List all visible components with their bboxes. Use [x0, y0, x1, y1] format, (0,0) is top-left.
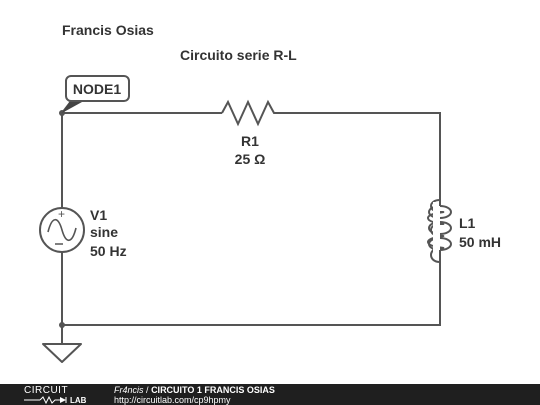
circuit-title: Circuito serie R-L: [180, 47, 297, 63]
schematic-canvas: Francis Osias Circuito serie R-L NODE1 R…: [39, 22, 501, 363]
footer-separator: /: [146, 385, 149, 395]
source-type: sine: [90, 224, 118, 240]
ground-junction[interactable]: [59, 322, 65, 328]
node-label-text: NODE1: [73, 81, 121, 97]
resistor-r1[interactable]: R1 25 Ω: [221, 99, 278, 167]
wire-top-right: [278, 112, 441, 200]
ground-icon[interactable]: [42, 343, 82, 363]
footer-info: Fr4ncis / CIRCUITO 1 FRANCIS OSIAS http:…: [114, 385, 275, 405]
resistor-value: 25 Ω: [235, 151, 266, 167]
wires: [61, 112, 441, 344]
circuitlab-logo[interactable]: CIRCUIT LAB: [0, 384, 100, 405]
voltage-source-v1[interactable]: + V1 sine 50 Hz: [39, 207, 127, 259]
resistor-symbol: [221, 99, 278, 127]
inductor-value: 50 mH: [459, 234, 501, 250]
inductor-name: L1: [459, 215, 476, 231]
node-label-tag[interactable]: NODE1: [61, 75, 130, 114]
footer-url-link[interactable]: http://circuitlab.com/cp9hpmy: [114, 395, 231, 405]
plus-sign: +: [58, 207, 65, 221]
source-name: V1: [90, 207, 107, 223]
wire-right-bottom: [62, 262, 441, 326]
inductor-coil-icon: [426, 199, 445, 263]
footer-schematic-title[interactable]: CIRCUITO 1 FRANCIS OSIAS: [151, 385, 275, 395]
footer-bar: CIRCUIT LAB Fr4ncis / CIRCUITO 1 FRANCIS…: [0, 384, 540, 405]
resistor-name: R1: [241, 133, 259, 149]
footer-user[interactable]: Fr4ncis: [114, 385, 144, 395]
logo-bottom-text: LAB: [70, 396, 87, 405]
source-frequency: 50 Hz: [90, 243, 127, 259]
author-name: Francis Osias: [62, 22, 154, 38]
footer-title-line: Fr4ncis / CIRCUITO 1 FRANCIS OSIAS: [114, 385, 275, 395]
logo-top-text: CIRCUIT: [24, 385, 68, 396]
inductor-l1[interactable]: L1 50 mH: [426, 199, 501, 263]
